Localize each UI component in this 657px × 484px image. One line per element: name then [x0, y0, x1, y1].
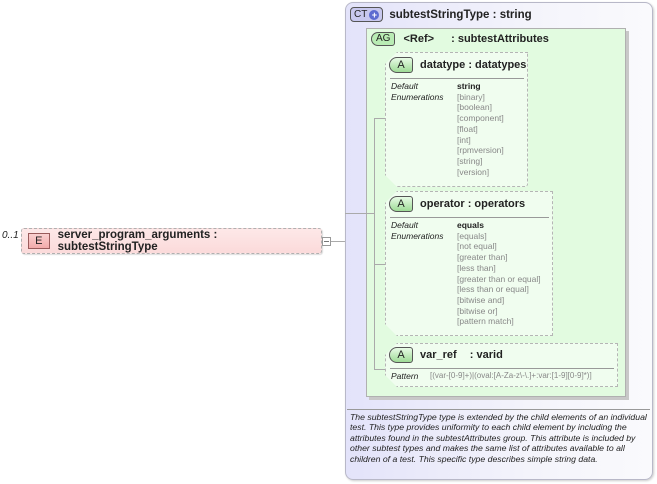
tree-line [374, 118, 375, 370]
enumeration-value: [boolean] [457, 102, 492, 113]
element-name: server_program_arguments [57, 229, 211, 241]
attribute-datatype-header: A datatype : datatypes [389, 57, 526, 73]
enumeration-value: [float] [457, 123, 478, 134]
connector-line [345, 213, 367, 214]
complex-type-separator: : [492, 8, 497, 21]
attribute-var-ref[interactable] [385, 343, 618, 387]
occurrence-label: 0..1 [2, 230, 19, 241]
attribute-name: var_ref [420, 349, 457, 361]
enumeration-value: [equals] [457, 230, 487, 241]
attribute-separator: : [467, 198, 472, 210]
attribute-group-badge-icon: AG [371, 32, 396, 46]
attribute-operator-values: equals [equals] [not equal] [greater tha… [457, 220, 541, 327]
element-title: server_program_arguments : subtestString… [58, 229, 315, 253]
enumeration-value: [int] [457, 134, 471, 145]
connector-line [331, 241, 346, 242]
enumeration-value: [bitwise or] [457, 305, 498, 316]
default-value: equals [457, 220, 484, 230]
default-label: Default [391, 220, 418, 230]
attribute-separator: : [468, 59, 472, 71]
attribute-datatype-labels: Default Enumerations [391, 81, 443, 102]
enumeration-value: [binary] [457, 91, 485, 102]
attribute-type: operators [474, 198, 526, 210]
complex-type-base: string [499, 8, 532, 21]
attribute-operator-labels: Default Enumerations [391, 220, 443, 241]
complex-type-badge-label: CT [354, 9, 368, 20]
enumeration-value: [not equal] [457, 241, 497, 252]
attribute-group-separator: : [451, 33, 455, 45]
default-label: Default [391, 81, 418, 91]
attribute-badge-icon: A [389, 57, 413, 73]
enumeration-value: [rpmversion] [457, 145, 504, 156]
enumerations-label: Enumerations [391, 91, 444, 102]
enumeration-value: [bitwise and] [457, 294, 505, 305]
pattern-label: Pattern [391, 371, 419, 381]
collapse-toggle-icon[interactable] [322, 237, 331, 246]
enumerations-label: Enumerations [391, 230, 444, 241]
complex-type-name: subtestStringType [389, 8, 490, 21]
attribute-name: datatype [420, 59, 466, 71]
tree-line [374, 369, 386, 370]
complex-type-title: subtestStringType : string [389, 9, 531, 21]
divider [390, 217, 549, 218]
attribute-operator-title: operator : operators [420, 198, 525, 210]
enumeration-value: [pattern match] [457, 316, 514, 327]
attribute-group-name: subtestAttributes [457, 33, 549, 45]
attribute-var-ref-header: A var_ref : varid [389, 347, 503, 363]
complex-type-header: CT + subtestStringType : string [350, 7, 532, 22]
attribute-group-title: <Ref> : subtestAttributes [403, 33, 548, 45]
divider [390, 78, 524, 79]
tree-line [374, 118, 386, 119]
attribute-operator[interactable] [385, 191, 553, 336]
attribute-badge-icon: A [389, 347, 413, 363]
enumeration-value: [component] [457, 113, 504, 124]
element-badge-icon: E [28, 233, 50, 249]
element-server-program-arguments[interactable]: E server_program_arguments : subtestStri… [21, 228, 322, 254]
divider [347, 409, 650, 410]
enumeration-value: [string] [457, 155, 483, 166]
attribute-name: operator [420, 198, 465, 210]
attribute-group-ref: <Ref> [403, 33, 435, 45]
attribute-operator-header: A operator : operators [389, 196, 525, 212]
attribute-badge-icon: A [389, 196, 413, 212]
attribute-datatype-title: datatype : datatypes [420, 59, 526, 71]
divider [390, 368, 614, 369]
tree-line [366, 213, 375, 214]
attribute-var-ref-title: var_ref : varid [420, 349, 503, 361]
default-value: string [457, 81, 481, 91]
documentation-text: The subtestStringType type is extended b… [350, 412, 647, 464]
pattern-value: [(var-[0-9]+)|(oval:[A-Za-z\-\.]+:var:[1… [430, 371, 592, 380]
enumeration-value: [greater than or equal] [457, 273, 541, 284]
attribute-group-header: AG <Ref> : subtestAttributes [371, 32, 549, 46]
attribute-datatype-values: string [binary] [boolean] [component] [f… [457, 81, 504, 177]
attribute-separator: : [469, 349, 474, 361]
attribute-datatype[interactable] [385, 52, 528, 187]
attribute-type: datatypes [475, 59, 527, 71]
complex-type-badge: CT + [350, 7, 384, 22]
enumeration-value: [less than] [457, 262, 496, 273]
attribute-type: varid [476, 349, 503, 361]
enumeration-value: [less than or equal] [457, 284, 529, 295]
enumeration-value: [greater than] [457, 252, 508, 263]
plus-icon: + [369, 9, 380, 20]
enumeration-value: [version] [457, 166, 490, 177]
element-type: subtestStringType [57, 241, 158, 253]
element-separator: : [213, 229, 218, 241]
tree-line [374, 264, 386, 265]
